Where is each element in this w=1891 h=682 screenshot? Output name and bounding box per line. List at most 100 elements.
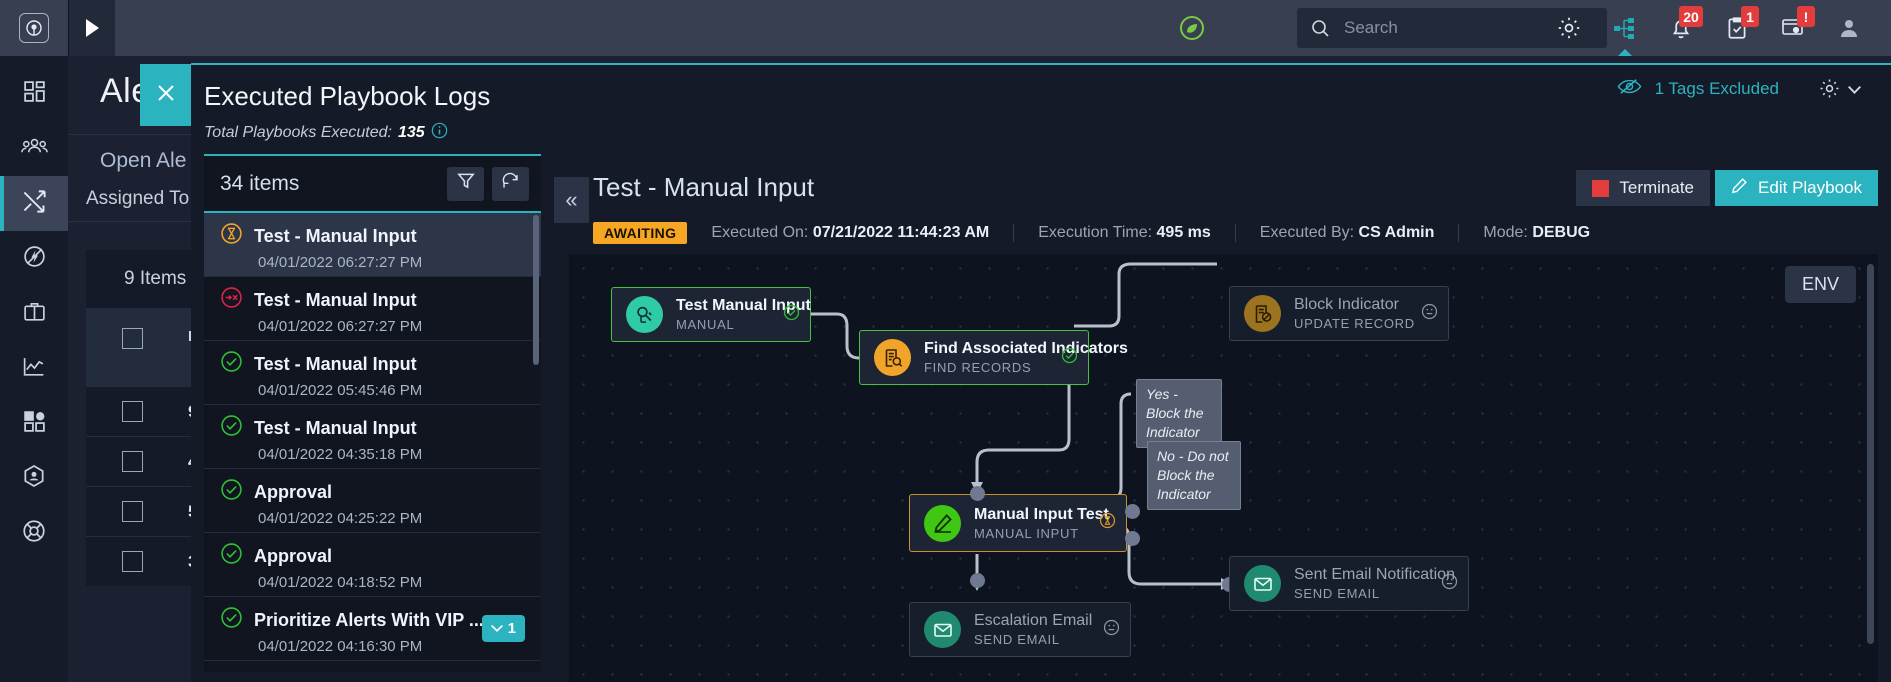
flow-node-find-associated-indicators[interactable]: Find Associated Indicators FIND RECORDS bbox=[859, 330, 1089, 385]
hourglass-icon bbox=[1099, 512, 1116, 534]
edit-playbook-label: Edit Playbook bbox=[1758, 178, 1862, 198]
hexagon-icon bbox=[21, 463, 47, 494]
sidebar-item-reports[interactable] bbox=[0, 341, 68, 396]
row-checkbox[interactable] bbox=[122, 401, 143, 422]
row-checkbox[interactable] bbox=[122, 451, 143, 472]
bell-icon[interactable]: 20 bbox=[1653, 0, 1709, 56]
node-subtitle: FIND RECORDS bbox=[924, 360, 1128, 375]
node-subtitle: SEND EMAIL bbox=[974, 632, 1092, 647]
row-checkbox[interactable] bbox=[122, 551, 143, 572]
active-indicator bbox=[1618, 49, 1632, 56]
list-item-name: Approval bbox=[254, 546, 332, 567]
list-item-date: 04/01/2022 05:45:46 PM bbox=[258, 382, 541, 399]
flow-node-manual-input-test[interactable]: Manual Input Test MANUAL INPUT bbox=[909, 494, 1127, 552]
system-settings-icon[interactable]: ! bbox=[1765, 0, 1821, 56]
node-subtitle: MANUAL INPUT bbox=[974, 526, 1109, 541]
node-subtitle: UPDATE RECORD bbox=[1294, 316, 1415, 331]
gear-icon[interactable] bbox=[1541, 0, 1597, 56]
node-port[interactable] bbox=[970, 486, 985, 501]
modal-settings-control[interactable] bbox=[1818, 77, 1861, 105]
playbook-logs-list-panel: 34 items bbox=[204, 154, 541, 672]
node-title: Find Associated Indicators bbox=[924, 340, 1128, 357]
sidebar-item-cases[interactable] bbox=[0, 286, 68, 341]
close-x-icon bbox=[155, 82, 177, 109]
terminate-label: Terminate bbox=[1619, 178, 1694, 198]
executed-playbook-logs-modal: Executed Playbook Logs Total Playbooks E… bbox=[191, 63, 1891, 682]
org-chart-icon[interactable] bbox=[1597, 0, 1653, 56]
update-record-icon bbox=[1244, 295, 1281, 332]
filter-button[interactable] bbox=[447, 167, 484, 201]
list-item[interactable]: Test - Manual Input 04/01/2022 04:35:18 … bbox=[204, 405, 541, 469]
user-avatar-icon[interactable] bbox=[1821, 0, 1877, 56]
meta-value: 07/21/2022 11:44:23 AM bbox=[813, 224, 989, 241]
list-item[interactable]: Approval 04/01/2022 04:18:52 PM bbox=[204, 533, 541, 597]
leaf-status-icon[interactable] bbox=[1177, 13, 1207, 43]
node-port[interactable] bbox=[1125, 504, 1140, 519]
gear-icon bbox=[1818, 77, 1841, 105]
sidebar-item-automation[interactable] bbox=[0, 231, 68, 286]
node-port[interactable] bbox=[1125, 531, 1140, 546]
row-checkbox[interactable] bbox=[122, 501, 143, 522]
check-circle-icon bbox=[1061, 347, 1078, 369]
check-circle-icon bbox=[220, 350, 243, 378]
list-item-date: 04/01/2022 04:35:18 PM bbox=[258, 446, 541, 463]
flow-node-sent-email-notification[interactable]: Sent Email Notification SEND EMAIL bbox=[1229, 556, 1469, 611]
close-modal-button[interactable] bbox=[140, 64, 191, 126]
list-item-name: Test - Manual Input bbox=[254, 354, 417, 375]
tags-excluded-control[interactable]: 1 Tags Excluded bbox=[1617, 77, 1779, 101]
sidebar-item-apps[interactable] bbox=[0, 396, 68, 451]
canvas-scrollbar[interactable] bbox=[1867, 264, 1874, 644]
arrow-x-icon bbox=[220, 286, 243, 314]
check-circle-icon bbox=[220, 478, 243, 506]
list-scrollbar[interactable] bbox=[533, 215, 539, 365]
list-item[interactable]: Prioritize Alerts With VIP ... 04/01/202… bbox=[204, 597, 541, 661]
people-icon bbox=[21, 134, 48, 164]
app-logo[interactable] bbox=[0, 0, 68, 56]
sidebar-item-support[interactable] bbox=[0, 506, 68, 561]
flow-node-test-manual-input[interactable]: Test Manual Input MANUAL bbox=[611, 287, 811, 342]
env-badge[interactable]: ENV bbox=[1785, 266, 1856, 303]
status-badge: AWAITING bbox=[593, 222, 687, 244]
list-item-name: Test - Manual Input bbox=[254, 418, 417, 439]
refresh-button[interactable] bbox=[492, 167, 529, 201]
flow-node-block-indicator[interactable]: Block Indicator UPDATE RECORD bbox=[1229, 286, 1449, 341]
select-all-checkbox[interactable] bbox=[122, 328, 143, 349]
envelope-icon bbox=[1244, 565, 1281, 602]
node-subtitle: SEND EMAIL bbox=[1294, 586, 1455, 601]
terminate-button[interactable]: Terminate bbox=[1576, 170, 1710, 206]
sidebar-item-playbooks[interactable] bbox=[0, 176, 68, 231]
list-item[interactable]: Test - Manual Input 04/01/2022 05:45:46 … bbox=[204, 341, 541, 405]
playbook-detail-panel: « Test - Manual Input AWAITING Executed … bbox=[554, 154, 1878, 672]
list-item[interactable]: Approval 04/01/2022 04:25:22 PM bbox=[204, 469, 541, 533]
total-value: 135 bbox=[398, 124, 425, 142]
sidebar-item-dashboard[interactable] bbox=[0, 66, 68, 121]
top-bar: 20 1 ! bbox=[0, 0, 1891, 56]
meta-label: Mode: bbox=[1483, 224, 1527, 241]
envelope-icon bbox=[924, 611, 961, 648]
info-circle-icon[interactable] bbox=[431, 122, 448, 144]
expand-panel-button[interactable] bbox=[69, 0, 115, 56]
sidebar-item-modules[interactable] bbox=[0, 451, 68, 506]
play-triangle-icon bbox=[86, 19, 99, 37]
line-chart-icon bbox=[21, 354, 47, 384]
clipboard-check-icon[interactable]: 1 bbox=[1709, 0, 1765, 56]
list-item-badge[interactable]: 1 bbox=[482, 615, 525, 642]
top-bar-icons: 20 1 ! bbox=[1541, 0, 1877, 56]
collapse-list-button[interactable]: « bbox=[554, 177, 589, 223]
sidebar-item-people[interactable] bbox=[0, 121, 68, 176]
node-port[interactable] bbox=[970, 573, 985, 588]
dashboard-grid-icon bbox=[22, 79, 47, 109]
double-chevron-left-icon: « bbox=[565, 187, 577, 213]
playbook-flow-canvas[interactable]: ENV bbox=[569, 254, 1878, 682]
meta-label: Executed By: bbox=[1260, 224, 1354, 241]
lightning-slash-icon bbox=[22, 244, 47, 274]
edit-playbook-button[interactable]: Edit Playbook bbox=[1715, 170, 1878, 206]
modal-title: Executed Playbook Logs bbox=[204, 81, 490, 112]
list-item[interactable]: Test - Manual Input 04/01/2022 06:27:27 … bbox=[204, 213, 541, 277]
list-item[interactable]: Test - Manual Input 04/01/2022 06:27:27 … bbox=[204, 277, 541, 341]
refresh-icon bbox=[501, 172, 520, 196]
badge-count: 1 bbox=[508, 620, 516, 637]
playbook-logs-list[interactable]: Test - Manual Input 04/01/2022 06:27:27 … bbox=[204, 211, 541, 674]
flow-node-escalation-email[interactable]: Escalation Email SEND EMAIL bbox=[909, 602, 1131, 657]
